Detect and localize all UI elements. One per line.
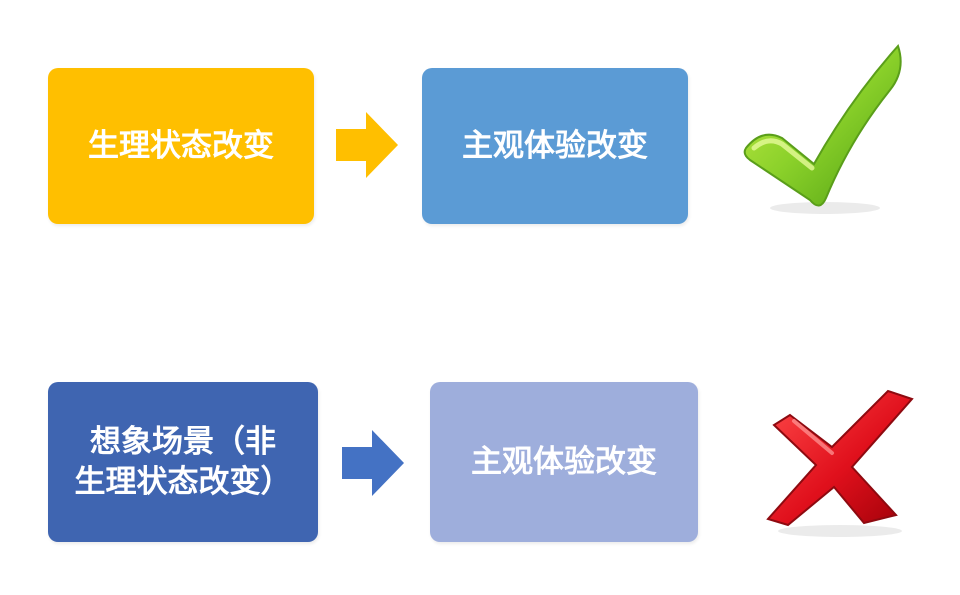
subjective-experience-box-2: 主观体验改变 — [430, 382, 698, 542]
right-arrow-icon — [342, 430, 404, 496]
subjective-experience-box: 主观体验改变 — [422, 68, 688, 224]
imagined-scene-box: 想象场景（非 生理状态改变） — [48, 382, 318, 542]
subjective-experience-label: 主观体验改变 — [462, 127, 648, 164]
imagined-scene-label-line1: 想象场景（非 — [90, 423, 276, 460]
imagined-scene-label-line2: 生理状态改变） — [74, 464, 292, 500]
physiological-change-box: 生理状态改变 — [48, 68, 314, 224]
cross-icon — [766, 389, 914, 537]
subjective-experience-label-2: 主观体验改变 — [471, 443, 657, 480]
checkmark-icon — [743, 44, 902, 214]
right-arrow-icon — [336, 112, 398, 178]
physiological-change-label: 生理状态改变 — [88, 127, 274, 164]
